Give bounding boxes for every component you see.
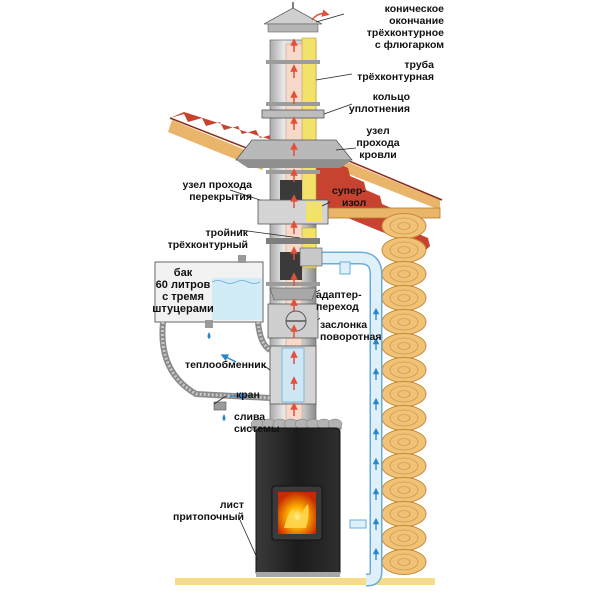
label-roof-2: прохода <box>356 137 399 149</box>
label-damper-2: поворотная <box>320 331 382 343</box>
log <box>381 525 427 551</box>
label-superizol-2: изол <box>342 197 366 209</box>
label-sheet-1: лист <box>220 499 244 511</box>
log <box>381 405 427 431</box>
label-ceiling-2: перекрытия <box>189 191 252 203</box>
label-tank-4: штуцерами <box>152 303 214 315</box>
log <box>381 429 427 455</box>
label-ceiling-1: узел прохода <box>183 179 253 191</box>
log <box>381 357 427 383</box>
label-ring-1: кольцо <box>373 91 410 103</box>
hoses <box>159 321 272 421</box>
log <box>381 261 427 287</box>
label-superizol-1: супер- <box>332 185 366 197</box>
log <box>381 453 427 479</box>
exhaust-arrow <box>311 9 330 21</box>
water-pipe-system <box>312 251 383 587</box>
labels: коническое окончание трёхконтурное с флю… <box>152 3 444 523</box>
floor <box>175 578 435 585</box>
label-roof-3: кровли <box>359 149 397 161</box>
label-tee-1: тройник <box>206 227 249 239</box>
label-sheet-2: притопочный <box>173 511 244 523</box>
label-adapter-2: переход <box>316 301 359 313</box>
log <box>381 549 427 575</box>
water-tank <box>154 255 264 339</box>
log <box>381 381 427 407</box>
log <box>381 285 427 311</box>
leader-lines <box>213 13 357 561</box>
log <box>381 501 427 527</box>
label-cap-3: трёхконтурное <box>367 27 444 39</box>
label-pipe-2: трёхконтурная <box>357 71 434 83</box>
stove <box>250 418 343 577</box>
label-roof-1: узел <box>366 125 389 137</box>
label-ring-2: уплотнения <box>349 103 410 115</box>
label-tank-3: с тремя <box>162 291 204 303</box>
log <box>381 237 427 263</box>
label-cap-4: с флюгарком <box>375 39 444 51</box>
chimney-cap <box>263 7 323 25</box>
log <box>381 309 427 335</box>
label-adapter-1: адаптер- <box>316 289 362 301</box>
log-wall <box>381 213 427 575</box>
log <box>381 333 427 359</box>
label-tank-2: 60 литров <box>156 279 211 291</box>
log <box>381 477 427 503</box>
label-cap-1: коническое <box>385 3 444 15</box>
adapter <box>269 287 317 301</box>
log <box>381 213 427 239</box>
drain-tap <box>213 401 227 411</box>
sealing-ring <box>261 109 325 119</box>
label-pipe-1: труба <box>404 59 434 71</box>
label-cap-2: окончание <box>389 15 444 27</box>
label-tee-2: трёхконтурный <box>168 239 248 251</box>
label-drain-2: системы <box>234 423 280 435</box>
tee-fitting <box>299 247 323 267</box>
label-damper-1: заслонка <box>320 319 367 331</box>
label-tap: кран <box>236 389 260 401</box>
label-drain-1: слива <box>234 411 265 423</box>
label-heatx: теплообменник <box>185 359 267 371</box>
label-tank-1: бак <box>174 267 193 279</box>
